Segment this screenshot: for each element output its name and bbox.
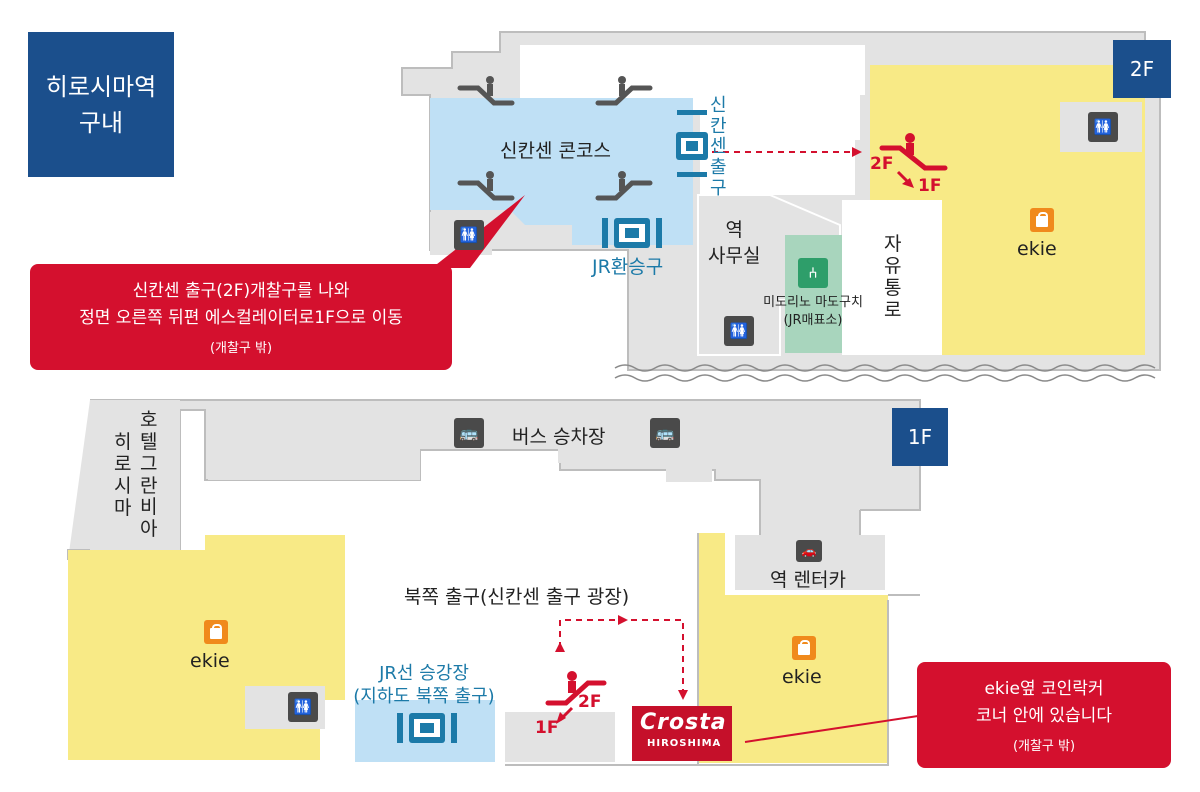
ekie-1f-left-label: ekie <box>190 650 230 672</box>
ticket-gate-icon <box>676 132 708 160</box>
route-arrow-up <box>555 642 565 652</box>
hotel-char: 그 <box>140 452 158 475</box>
callout-top: 신칸센 출구(2F)개찰구를 나와 정면 오른쪽 뒤편 에스컬레이터로1F으로 … <box>30 264 452 370</box>
station-office-line-2: 사무실 <box>708 244 761 267</box>
red-escalator-1f-icon <box>545 680 607 706</box>
route-arrow-head-2f <box>852 147 862 157</box>
midori-line-2: (JR매표소) <box>783 312 843 328</box>
callout-bottom-line-2: 코너 안에 있습니다 <box>976 705 1112 726</box>
hotel-char: 텔 <box>140 430 158 453</box>
callout-top-line-1: 신칸센 출구(2F)개찰구를 나와 <box>132 281 350 302</box>
jr-transfer-label: JR환승구 <box>592 256 664 278</box>
shopping-bag-icon <box>1030 208 1054 232</box>
upper-wave-line-1 <box>614 364 1156 372</box>
ekie-1f-right-label: ekie <box>782 666 822 688</box>
callout-bottom: ekie옆 코인락커 코너 안에 있습니다 (개찰구 밖) <box>917 662 1171 768</box>
bus-terminal-label: 버스 승차장 <box>512 426 606 448</box>
red-escalator-person-head <box>905 133 915 143</box>
bus-icon: 🚌 <box>454 418 484 448</box>
red-escalator-1f-person-body <box>568 681 576 693</box>
shinkansen-concourse-area <box>430 98 693 245</box>
rent-a-car-icon: 🚗 <box>796 540 822 562</box>
red-escalator-arrow-head <box>902 178 914 188</box>
jr-platform-line-2: (지하도 북쪽 출구) <box>353 686 495 708</box>
esc-1f-up-label: 2F <box>578 692 602 712</box>
restroom-icon: 🚻 <box>288 692 318 722</box>
crosta-logo-text: Crosta <box>640 710 727 735</box>
crosta-sub-text: HIROSHIMA <box>647 738 722 749</box>
ekie-2f-label: ekie <box>1017 238 1057 260</box>
hotel-char: 시 <box>114 474 132 497</box>
exit-gate-bar-top <box>677 110 707 115</box>
station-office-line-1: 역 <box>725 219 743 241</box>
hotel-name-right: 호 텔 그 란 비 아 <box>140 409 158 541</box>
free-passage-char: 자 <box>884 233 902 255</box>
red-escalator-person-body <box>906 143 914 155</box>
restroom-icon: 🚻 <box>454 220 484 250</box>
free-passage-area <box>842 200 942 355</box>
shopping-bag-icon <box>204 620 228 644</box>
midori-window-area <box>785 235 842 353</box>
jr-platform-label: JR선 승강장 (지하도 북쪽 출구) <box>338 662 510 709</box>
red-escalator-1f-arrow-head <box>556 712 566 724</box>
exit-char: 센 <box>710 136 727 158</box>
exit-char: 구 <box>710 177 727 199</box>
upper-wave-line-2 <box>614 374 1156 382</box>
restroom-icon: 🚻 <box>1088 112 1118 142</box>
route-arrow-right <box>618 615 628 625</box>
callout-top-note: (개찰구 밖) <box>209 340 273 356</box>
hotel-char: 호 <box>140 409 158 431</box>
free-passage-char: 유 <box>884 254 902 277</box>
midori-line-1: 미도리노 마도구치 <box>763 295 863 310</box>
floor-badge-1f: 1F <box>892 408 948 466</box>
escalator-person-icon <box>486 76 626 191</box>
midori-window-label: 미도리노 마도구치 (JR매표소) <box>752 294 874 329</box>
restroom-icon: 🚻 <box>724 316 754 346</box>
esc-2f-from-label: 2F <box>870 154 894 174</box>
hotel-name-left: 히 로 시 마 <box>114 431 132 519</box>
callout-bottom-note: (개찰구 밖) <box>1012 738 1076 754</box>
jr-platform-line-1: JR선 승강장 <box>379 663 469 684</box>
route-dashed-1f <box>559 619 684 690</box>
free-passage-char: 로 <box>884 298 902 321</box>
jr-transfer-gate-icon <box>602 218 662 248</box>
callout-top-line-2: 정면 오른쪽 뒤편 에스컬레이터로1F으로 이동 <box>79 307 403 328</box>
title-line-1: 히로시마역 <box>45 72 157 101</box>
shinkansen-concourse-label: 신칸센 콘코스 <box>500 140 611 162</box>
ticket-office-seat-icon: ⑃ <box>798 258 828 288</box>
bus-area <box>208 404 916 510</box>
exit-char: 신 <box>710 95 727 116</box>
north-exit-label: 북쪽 출구(신칸센 출구 광장) <box>404 586 630 608</box>
exit-gate-bar-bottom <box>677 172 707 177</box>
free-passage-char: 통 <box>884 276 902 299</box>
station-office-label: 역 사무실 <box>708 218 760 269</box>
floor-badge-2f: 2F <box>1113 40 1171 98</box>
exit-char: 출 <box>710 157 727 179</box>
hotel-char: 로 <box>114 452 132 475</box>
callout-bottom-line-1: ekie옆 코인락커 <box>984 679 1104 700</box>
esc-1f-down-label: 1F <box>535 718 559 738</box>
red-escalator-1f-person-head <box>567 671 577 681</box>
title-box: 히로시마역 구내 <box>28 32 174 177</box>
rent-a-car-label: 역 렌터카 <box>770 569 846 591</box>
hotel-char: 히 <box>114 431 132 453</box>
callout-bottom-pointer <box>744 715 919 743</box>
crosta-logo-box <box>632 706 732 761</box>
route-arrow-down <box>678 690 688 700</box>
title-line-2: 구내 <box>78 108 124 137</box>
upper-white-top <box>520 45 865 95</box>
red-escalator-2f-icon <box>879 145 948 171</box>
exit-char: 칸 <box>710 115 727 137</box>
bus-icon: 🚌 <box>650 418 680 448</box>
hotel-granvia-area <box>90 400 180 550</box>
hotel-char: 란 <box>140 474 158 497</box>
hotel-char: 마 <box>114 496 132 519</box>
free-passage-label: 자 유 통 로 <box>884 233 902 321</box>
jr-platform-gate-icon <box>397 713 457 743</box>
shinkansen-exit-label: 신 칸 센 출 구 <box>710 95 727 199</box>
hotel-char: 비 <box>140 496 158 519</box>
shopping-bag-icon <box>792 636 816 660</box>
hotel-char: 아 <box>140 518 158 541</box>
esc-2f-to-label: 1F <box>918 176 942 196</box>
